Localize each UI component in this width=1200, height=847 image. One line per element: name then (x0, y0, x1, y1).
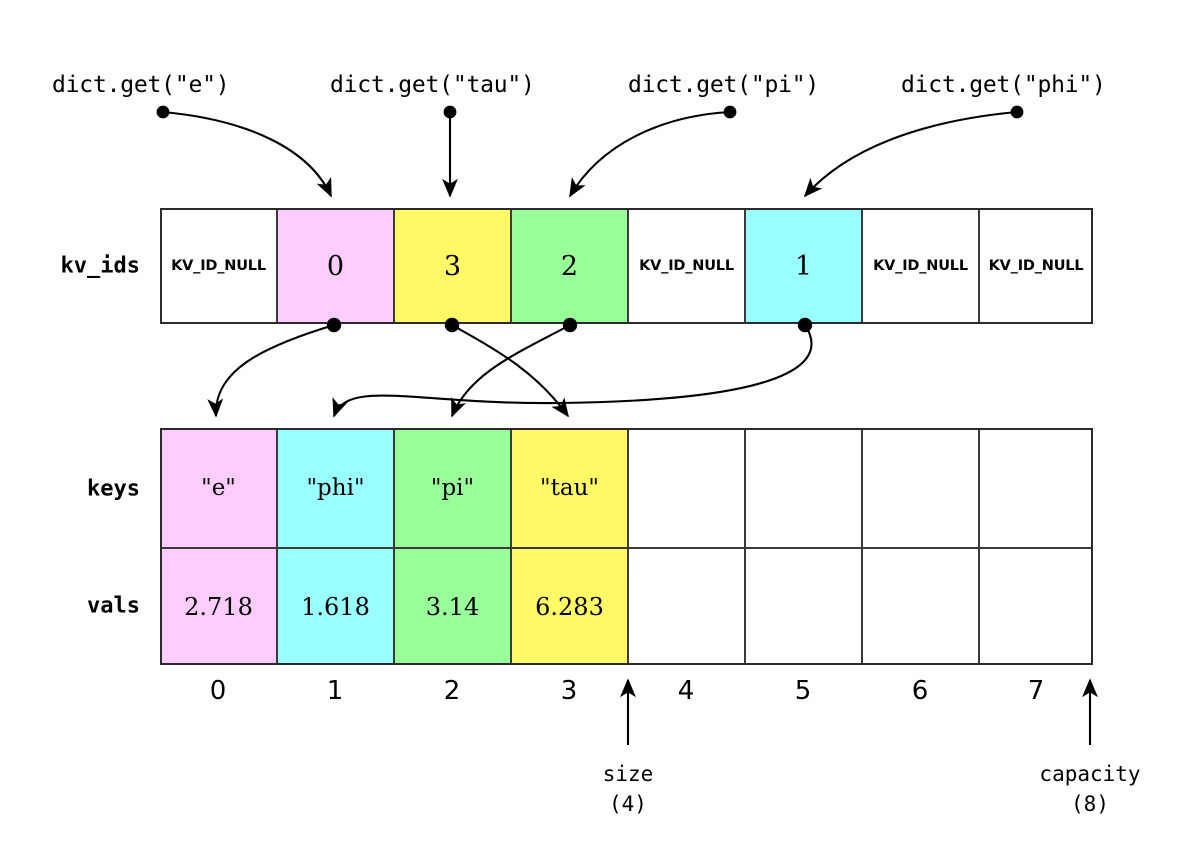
call-label-get-e: dict.get("e") (52, 72, 230, 98)
keys-cell-5 (745, 428, 862, 548)
row-label-keys: keys (87, 476, 140, 502)
index-label-6: 6 (911, 676, 929, 706)
row-label-kv-ids: kv_ids (60, 253, 140, 279)
keys-cell-7 (979, 428, 1093, 548)
link-arrow-slot3-to-entry2 (451, 317, 578, 418)
keys-cell-3: "tau" (511, 428, 628, 548)
vals-cell-1: 1.618 (277, 548, 394, 665)
size-annotation-label: size (602, 762, 654, 786)
kv-ids-cell-5: 1 (745, 208, 862, 324)
keys-cell-0: "e" (160, 428, 277, 548)
index-label-0: 0 (209, 676, 227, 706)
call-arrow-e (156, 105, 332, 198)
keys-cell-1: "phi" (277, 428, 394, 548)
capacity-annotation-value: (8) (1071, 792, 1109, 816)
vals-cell-3: 6.283 (511, 548, 628, 665)
call-arrow-tau (442, 105, 458, 198)
capacity-annotation-label: capacity (1039, 762, 1141, 786)
kv-ids-cell-3: 2 (511, 208, 628, 324)
call-label-get-tau: dict.get("tau") (330, 72, 535, 98)
vals-cell-6 (862, 548, 979, 665)
index-label-3: 3 (560, 676, 578, 706)
link-arrow-slot1-to-entry0 (207, 317, 342, 418)
kv-ids-cell-4: KV_ID_NULL (628, 208, 745, 324)
index-label-4: 4 (677, 676, 695, 706)
kv-ids-cell-0: KV_ID_NULL (160, 208, 277, 324)
index-label-5: 5 (794, 676, 812, 706)
keys-cell-2: "pi" (394, 428, 511, 548)
link-arrow-slot5-to-entry1 (332, 317, 813, 418)
vals-cell-4 (628, 548, 745, 665)
keys-cell-6 (862, 428, 979, 548)
vals-cell-5 (745, 548, 862, 665)
index-label-7: 7 (1027, 676, 1045, 706)
kv-ids-cell-7: KV_ID_NULL (979, 208, 1093, 324)
kv-ids-cell-1: 0 (277, 208, 394, 324)
vals-cell-0: 2.718 (160, 548, 277, 665)
keys-cell-4 (628, 428, 745, 548)
kv-ids-cell-6: KV_ID_NULL (862, 208, 979, 324)
size-annotation: size (4) (603, 762, 654, 816)
call-arrow-phi (803, 105, 1024, 198)
size-annotation-value: (4) (609, 792, 647, 816)
vals-cell-7 (979, 548, 1093, 665)
vals-cell-2: 3.14 (394, 548, 511, 665)
index-label-1: 1 (326, 676, 344, 706)
call-label-get-phi: dict.get("phi") (901, 72, 1106, 98)
link-arrow-slot2-to-entry3 (444, 317, 569, 418)
kv-ids-cell-2: 3 (394, 208, 511, 324)
capacity-annotation: capacity (8) (1039, 762, 1140, 816)
index-label-2: 2 (443, 676, 461, 706)
call-arrow-pi (569, 105, 737, 198)
row-label-vals: vals (87, 593, 140, 619)
call-label-get-pi: dict.get("pi") (628, 72, 820, 98)
